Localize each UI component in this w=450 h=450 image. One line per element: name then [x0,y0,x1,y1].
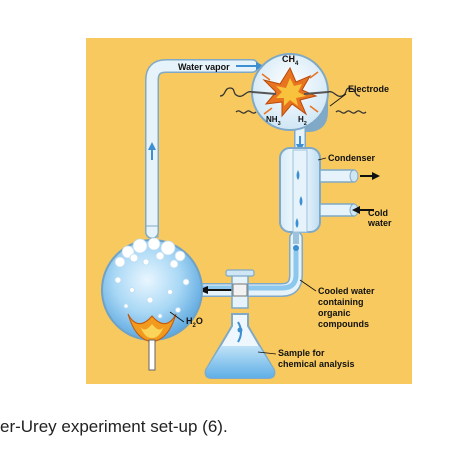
figure-caption: er-Urey experiment set-up (6). [0,417,228,436]
label-electrode: Electrode [348,84,389,94]
spark-chamber [219,53,367,131]
label-cooled-water-4: compounds [318,319,369,329]
arrow-right-icon [360,172,380,180]
sample-flask [204,313,276,379]
label-sample-2: chemical analysis [278,359,355,369]
labels: Water vapor CH4 NH3 H2 Electrode Condens… [169,54,392,369]
coiled-wire-icon [219,87,361,97]
label-water-vapor: Water vapor [178,62,230,72]
label-cooled-water-3: organic [318,308,351,318]
electric-spark [261,56,319,118]
label-cold-water-1: Cold [368,208,388,218]
boiling-flask [101,225,203,341]
arrow-left-icon [352,206,374,214]
coiled-wire-icon [235,110,367,114]
label-condenser: Condenser [328,153,376,163]
vapor-bubbles [114,237,190,319]
label-nh3: NH3 [266,115,281,127]
stopcock [225,269,255,309]
label-ch4: CH4 [282,54,299,67]
label-cooled-water-2: containing [318,297,364,307]
label-cooled-water-1: Cooled water [318,286,375,296]
label-h2o: H2O [186,316,203,329]
label-h2: H2 [298,115,307,127]
label-cold-water-2: water [367,218,392,228]
burner [148,339,156,371]
condenser [279,147,380,251]
label-sample-1: Sample for [278,348,325,358]
